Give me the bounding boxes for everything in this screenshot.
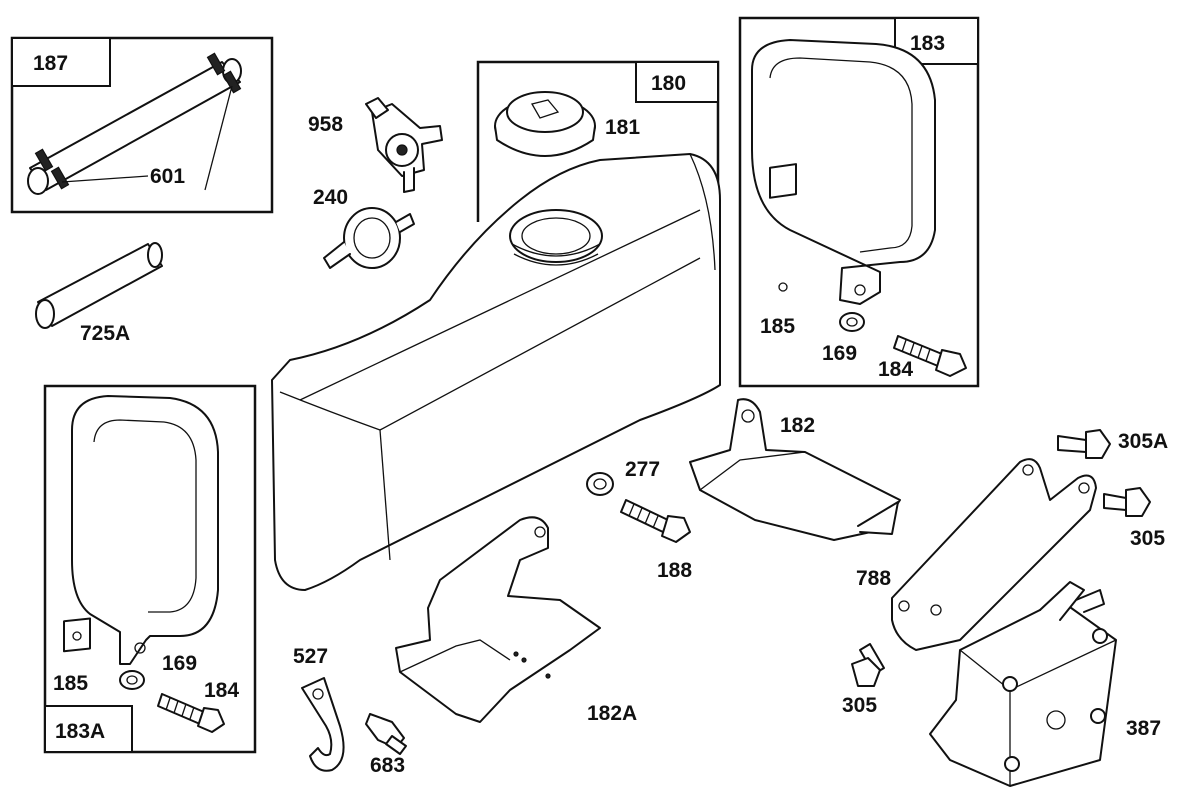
heat-shield-183a xyxy=(71,395,219,665)
bolt-305a xyxy=(1057,429,1111,459)
label-181: 181 xyxy=(605,116,640,139)
label-527: 527 xyxy=(293,645,328,668)
clip-185-left xyxy=(63,617,91,653)
label-185-left: 185 xyxy=(53,672,88,695)
bolt-184-top xyxy=(893,335,967,377)
bolt-305-bottom xyxy=(851,643,885,687)
label-180: 180 xyxy=(651,72,686,95)
fuel-cap-181 xyxy=(494,91,596,157)
label-183a: 183A xyxy=(55,720,105,743)
fuel-line-hose xyxy=(27,52,242,195)
bracket-182 xyxy=(689,398,901,541)
washer-277 xyxy=(586,472,614,496)
label-185-top: 185 xyxy=(760,315,795,338)
label-305-right: 305 xyxy=(1130,527,1165,550)
label-240: 240 xyxy=(313,186,348,209)
clip-185-top xyxy=(769,163,797,292)
label-187: 187 xyxy=(33,52,68,75)
label-305a: 305A xyxy=(1118,430,1168,453)
label-683: 683 xyxy=(370,754,405,777)
label-182: 182 xyxy=(780,414,815,437)
label-725a: 725A xyxy=(80,322,130,345)
label-188: 188 xyxy=(657,559,692,582)
kit-box-180: 180 xyxy=(476,60,720,222)
heat-shield-183 xyxy=(751,39,936,305)
label-788: 788 xyxy=(856,567,891,590)
kit-box-183a: 183A xyxy=(43,384,257,754)
label-601: 601 xyxy=(150,165,185,188)
clip-527 xyxy=(301,677,345,772)
bracket-182a xyxy=(395,516,601,723)
label-169-left: 169 xyxy=(162,652,197,675)
fuel-filter-240 xyxy=(323,207,415,269)
label-387: 387 xyxy=(1126,717,1161,740)
tube-725a xyxy=(35,242,163,329)
label-958: 958 xyxy=(308,113,343,136)
label-169-top: 169 xyxy=(822,342,857,365)
label-305-bottom: 305 xyxy=(842,694,877,717)
label-184-left: 184 xyxy=(204,679,239,702)
label-183: 183 xyxy=(910,32,945,55)
washer-169-top xyxy=(839,312,865,332)
fuel-pump-387 xyxy=(929,581,1117,787)
label-277: 277 xyxy=(625,458,660,481)
kit-box-187: 187 xyxy=(10,36,274,214)
screw-683 xyxy=(365,713,407,755)
shutoff-valve-958 xyxy=(365,97,443,193)
washer-169-left xyxy=(119,670,145,690)
bolt-305-right xyxy=(1103,487,1151,517)
bolt-188 xyxy=(620,499,691,543)
label-184-top: 184 xyxy=(878,358,913,381)
label-182a: 182A xyxy=(587,702,637,725)
plate-788 xyxy=(891,458,1097,651)
bolt-184-left xyxy=(157,693,225,733)
fuel-tank xyxy=(271,153,721,591)
